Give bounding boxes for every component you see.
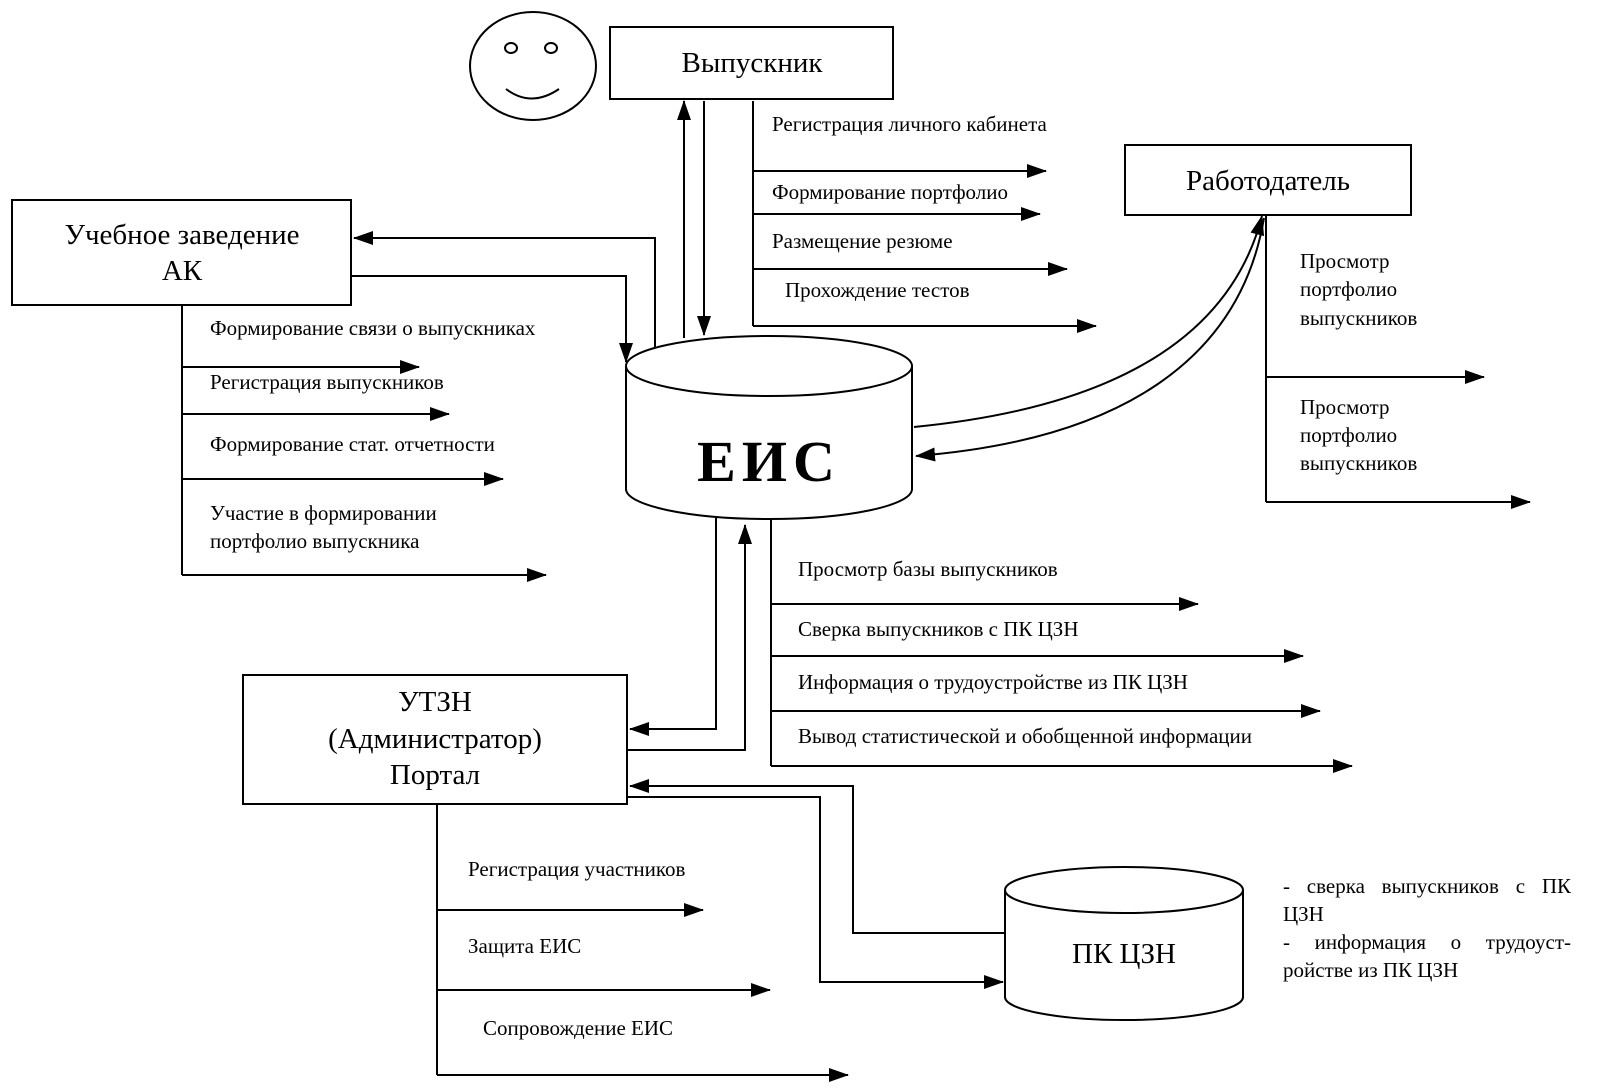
employer-action: выпускников — [1300, 306, 1417, 330]
pk-czn-label: ПК ЦЗН — [1072, 938, 1176, 970]
eis-action: Информация о трудоустройстве из ПК ЦЗН — [798, 670, 1188, 694]
school-action: Формирование связи о выпускниках — [210, 316, 536, 340]
pk-czn-note: - сверка выпускников с ПК ЦЗН — [1283, 874, 1571, 926]
school-action: Регистрация выпускников — [210, 370, 444, 394]
employer-eis-links — [913, 215, 1265, 462]
smiley-icon — [469, 11, 597, 121]
eis-action: Вывод статистической и обобщенной информ… — [798, 724, 1252, 748]
graduate-eis-links — [677, 100, 711, 338]
eis-utzn-links — [627, 518, 752, 751]
utzn-label-line2: (Администратор) — [328, 723, 542, 755]
employer-action: Просмотр — [1300, 249, 1389, 273]
school-box: Учебное заведение АК — [11, 199, 352, 306]
utzn-label-line3: Портал — [390, 759, 480, 791]
employer-action: портфолио — [1300, 277, 1397, 301]
employer-actions-branch: Просмотр портфолио выпускников Просмотр … — [1265, 216, 1531, 509]
admin-action: Защита ЕИС — [468, 934, 581, 958]
graduate-label: Выпускник — [682, 47, 824, 79]
graduate-box: Выпускник — [609, 26, 894, 100]
school-eis-links — [351, 231, 656, 363]
pk-czn-note: - информация о трудоуст-ройстве из ПК ЦЗ… — [1283, 930, 1571, 982]
school-label-line1: Учебное заведение — [64, 219, 299, 251]
utzn-box: УТЗН (Администратор) Портал — [242, 674, 628, 805]
eis-action: Сверка выпускников с ПК ЦЗН — [798, 617, 1079, 641]
school-action: Формирование стат. отчетности — [210, 432, 495, 456]
school-action: портфолио выпускника — [210, 529, 420, 553]
pk-utzn-links — [627, 779, 1005, 989]
employer-action: Просмотр — [1300, 395, 1389, 419]
utzn-label-line1: УТЗН — [398, 686, 472, 718]
admin-action: Сопровождение ЕИС — [483, 1016, 673, 1040]
pk-czn-notes: - сверка выпускников с ПК ЦЗН - информац… — [1283, 872, 1571, 984]
school-label-line2: АК — [162, 255, 203, 287]
employer-action: портфолио — [1300, 423, 1397, 447]
graduate-action: Регистрация личного кабинета — [772, 112, 1048, 136]
eis-database: ЕИС — [625, 335, 913, 520]
pk-czn-database: ПК ЦЗН — [1004, 866, 1244, 1021]
school-actions-branch: Формирование связи о выпускниках Регистр… — [181, 305, 547, 582]
school-action: Участие в формировании — [210, 501, 437, 525]
employer-box: Работодатель — [1124, 144, 1412, 216]
employer-label: Работодатель — [1186, 165, 1350, 197]
admin-action: Регистрация участников — [468, 857, 686, 881]
graduate-action: Формирование портфолио — [772, 180, 1008, 204]
eis-action: Просмотр базы выпускников — [798, 557, 1058, 581]
eis-actions-branch: Просмотр базы выпускников Сверка выпускн… — [770, 520, 1353, 773]
graduate-action: Размещение резюме — [772, 229, 953, 253]
admin-actions-branch: Регистрация участников Защита ЕИС Сопров… — [436, 804, 849, 1082]
eis-label: ЕИС — [697, 429, 841, 494]
employer-action: выпускников — [1300, 451, 1417, 475]
graduate-action: Прохождение тестов — [785, 278, 970, 302]
graduate-actions-branch: Регистрация личного кабинета Формировани… — [752, 101, 1097, 333]
